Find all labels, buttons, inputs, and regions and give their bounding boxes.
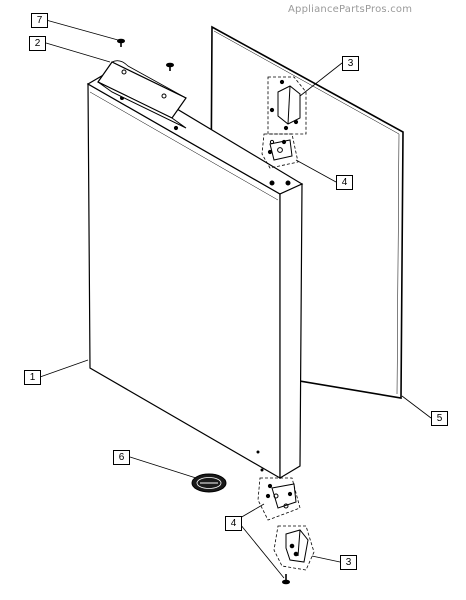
callout-6: 6 (113, 450, 130, 465)
bottom-screw (282, 574, 290, 585)
lower-hinge-plate (257, 477, 301, 521)
callout-4-lower: 4 (225, 516, 242, 531)
callout-3-upper: 3 (342, 56, 359, 71)
top-trim-cap (97, 60, 187, 131)
lower-hinge (273, 525, 315, 571)
callout-2: 2 (29, 36, 46, 51)
callout-7: 7 (31, 13, 48, 28)
leader-lines (39, 19, 432, 579)
logo-badge (191, 473, 227, 493)
door-body (86, 69, 304, 480)
trim-screws (117, 38, 174, 71)
callout-3-lower: 3 (340, 555, 357, 570)
callout-1: 1 (24, 370, 41, 385)
upper-hinge (267, 76, 307, 135)
callout-4-upper: 4 (336, 175, 353, 190)
callout-5: 5 (431, 411, 448, 426)
upper-hinge-plate (261, 133, 299, 169)
watermark: AppliancePartsPros.com (288, 4, 413, 15)
